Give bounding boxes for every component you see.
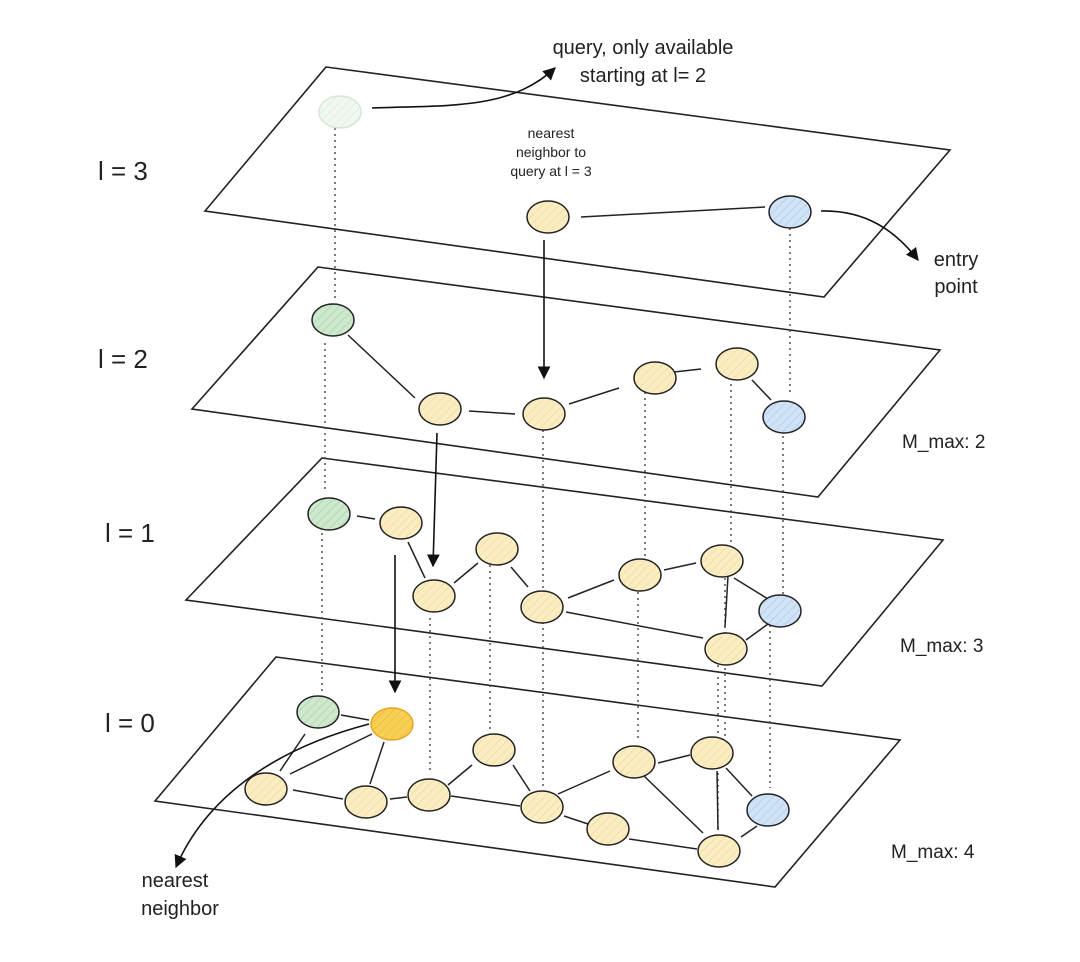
nearest-neighbor-annotation-line2: neighbor (141, 898, 219, 920)
level-label-1: l = 1 (105, 518, 155, 548)
nodes-level-3 (318, 95, 812, 234)
candidate-node (618, 558, 662, 592)
nearest-neighbor-node (370, 707, 414, 741)
entry-point-node (746, 793, 790, 827)
query-annotation-line1: query, only available (553, 37, 734, 59)
candidate-node (522, 397, 566, 431)
search-path-arrows (388, 240, 551, 694)
query-arrow (371, 67, 556, 109)
query-annotation-line2: starting at l= 2 (580, 65, 706, 87)
edges-level-2 (347, 334, 772, 415)
candidate-node (520, 790, 564, 824)
entry-point-arrow (820, 210, 919, 262)
candidate-node (418, 392, 462, 426)
m-max-level-2: M_max: 2 (902, 432, 985, 453)
candidate-node (407, 778, 451, 812)
nodes-level-2 (311, 303, 806, 434)
candidate-node (244, 772, 288, 806)
candidate-node (475, 532, 519, 566)
query-node-faded (318, 95, 362, 129)
candidate-node (472, 733, 516, 767)
entry-point-annotation-line2: point (934, 276, 978, 298)
candidate-node (526, 200, 570, 234)
edges-level-3 (580, 206, 766, 218)
entry-point-node (768, 195, 812, 229)
nn3-annotation-line1: nearest (528, 125, 575, 141)
nearest-neighbor-arrow (174, 723, 370, 869)
nodes-level-0 (244, 695, 790, 868)
plane-level-1 (184, 457, 945, 687)
entry-point-node (758, 594, 802, 628)
plane-level-3 (203, 66, 952, 298)
entry-point-annotation-line1: entry (934, 249, 978, 271)
candidate-node (697, 834, 741, 868)
level-label-3: l = 3 (98, 156, 148, 186)
nodes-level-1 (307, 497, 802, 666)
candidate-node (520, 590, 564, 624)
level-label-2: l = 2 (98, 344, 148, 374)
m-max-level-1: M_max: 3 (900, 636, 983, 657)
level-label-0: l = 0 (105, 708, 155, 738)
candidate-node (586, 812, 630, 846)
plane-level-0 (153, 656, 902, 888)
nn3-annotation-line3: query at l = 3 (510, 163, 592, 179)
query-node (311, 303, 355, 337)
entry-point-node (762, 400, 806, 434)
candidate-node (690, 736, 734, 770)
candidate-node (344, 785, 388, 819)
candidate-node (379, 506, 423, 540)
edges-level-0 (279, 714, 758, 850)
nn3-annotation-line2: neighbor to (516, 144, 586, 160)
m-max-level-0: M_max: 4 (891, 842, 975, 863)
query-node (296, 695, 340, 729)
candidate-node (633, 361, 677, 395)
nearest-neighbor-annotation-line1: nearest (142, 870, 209, 892)
plane-level-2 (190, 266, 942, 498)
candidate-node (704, 632, 748, 666)
candidate-node (412, 579, 456, 613)
query-node (307, 497, 351, 531)
candidate-node (715, 347, 759, 381)
candidate-node (700, 544, 744, 578)
edges-level-1 (356, 515, 769, 641)
candidate-node (612, 745, 656, 779)
